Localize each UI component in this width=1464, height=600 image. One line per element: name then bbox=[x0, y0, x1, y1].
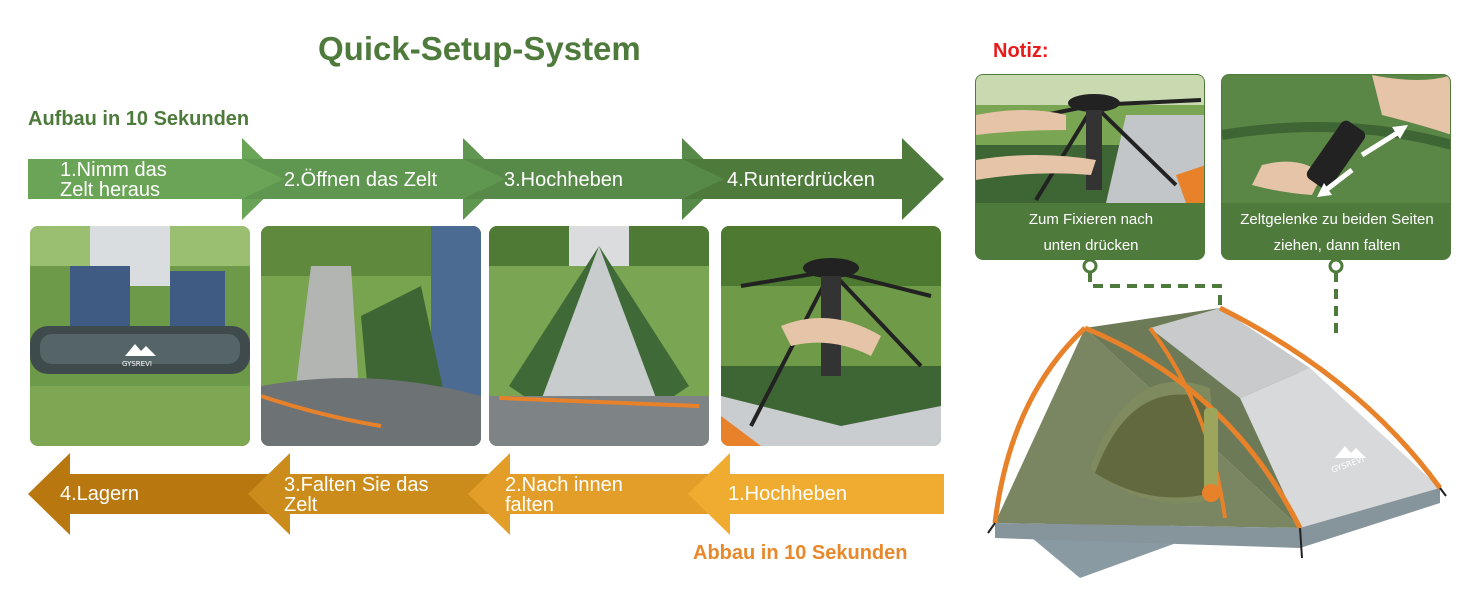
setup-chevron-3 bbox=[463, 138, 724, 220]
takedown-step-4-label: 4.Lagern bbox=[60, 483, 139, 505]
takedown-subtitle: Abbau in 10 Sekunden bbox=[693, 542, 908, 564]
page-title: Quick-Setup-System bbox=[318, 30, 641, 67]
logo-text: GYSREVI bbox=[122, 360, 152, 368]
note-title: Notiz: bbox=[993, 40, 1049, 62]
photo-step-open-tent bbox=[261, 226, 481, 446]
tent-graphic: GYSREVI bbox=[987, 305, 1447, 578]
setup-arrows-graphic bbox=[28, 138, 944, 220]
note-photo-press-down bbox=[976, 75, 1204, 203]
setup-chevron-2 bbox=[242, 138, 505, 220]
setup-subtitle: Aufbau in 10 Sekunden bbox=[28, 108, 250, 130]
takedown-arrows-graphic bbox=[28, 453, 944, 535]
connector-line-1 bbox=[1088, 272, 1222, 306]
photo-step-lift bbox=[489, 226, 709, 446]
photo-step-take-out: GYSREVI bbox=[30, 226, 250, 446]
setup-chevron-1 bbox=[28, 138, 284, 220]
takedown-chevron-4 bbox=[688, 453, 944, 535]
setup-step-2-label: 2.Öffnen das Zelt bbox=[284, 169, 438, 191]
takedown-chevron-1 bbox=[28, 453, 290, 535]
setup-chevron-4 bbox=[682, 138, 944, 220]
tent-illustration: GYSREVI bbox=[980, 288, 1450, 578]
setup-step-4-label: 4.Runterdrücken bbox=[727, 169, 875, 191]
connector-dot-2 bbox=[1328, 258, 1344, 274]
note-photo-pull-joints bbox=[1222, 75, 1450, 203]
takedown-chevron-3 bbox=[468, 453, 730, 535]
note-connectors bbox=[1082, 258, 1344, 336]
takedown-step-1-label: 1.Hochheben bbox=[728, 483, 847, 505]
takedown-chevron-2 bbox=[248, 453, 510, 535]
connector-dot-1 bbox=[1082, 258, 1098, 274]
setup-step-3-label: 3.Hochheben bbox=[504, 169, 623, 191]
photo-step-press-down bbox=[721, 226, 941, 446]
